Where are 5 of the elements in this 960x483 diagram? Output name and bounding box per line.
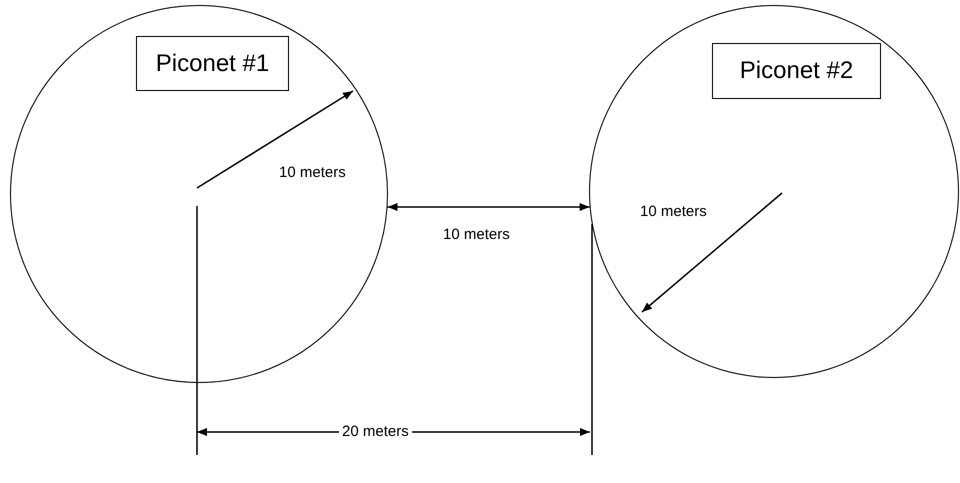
range-circle (589, 5, 959, 378)
range-circle (10, 5, 388, 383)
distance-arrow (388, 203, 590, 211)
label-box: Piconet #1 (136, 36, 289, 91)
label-box: Piconet #2 (712, 43, 881, 99)
